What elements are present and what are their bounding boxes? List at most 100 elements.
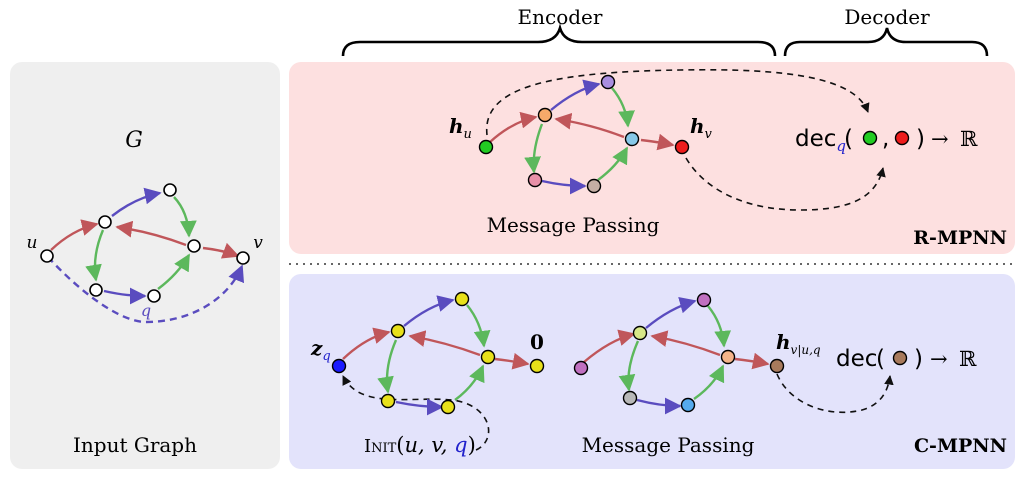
- r-node-a: [537, 107, 553, 123]
- edge-a-d: [85, 229, 105, 282]
- c-node-zq: [331, 358, 347, 374]
- node-c: [187, 239, 201, 253]
- c-label-zq: zq: [310, 336, 331, 364]
- c2-edge-p-a: [583, 329, 636, 363]
- c-decoder-open-paren: (: [876, 346, 885, 372]
- c-dashed-hv-to-decoder: [776, 373, 894, 414]
- c-mpnn-panel: [289, 274, 1015, 469]
- node-b: [163, 183, 177, 197]
- c-edge-a-b: [403, 295, 455, 327]
- c-caption: Message Passing: [582, 433, 755, 457]
- label-q: q: [141, 301, 151, 320]
- c2-edge-d-e: [636, 397, 682, 415]
- c2-node-e: [680, 397, 696, 413]
- edge-d-e: [103, 287, 147, 305]
- r-node-hu: [478, 139, 494, 155]
- c2-node-b: [696, 292, 712, 308]
- r-edge-a-d: [524, 123, 544, 174]
- node-a: [98, 215, 112, 229]
- c2-node-d: [622, 390, 638, 406]
- r-mpnn-title: R-MPNN: [913, 227, 1007, 249]
- r-node-hv: [674, 139, 690, 155]
- c-node-e: [440, 399, 456, 415]
- r-decoder-node-hv: [894, 130, 910, 146]
- c-label-zero: 0: [530, 330, 544, 354]
- c-decoder-close-paren: ): [914, 346, 923, 372]
- r-dashed-hu-to-decoder: [486, 68, 870, 136]
- c-node-c: [480, 349, 496, 365]
- r-edge-c-a: [554, 112, 625, 139]
- r-label-hv: hv: [690, 114, 713, 142]
- node-d: [89, 283, 103, 297]
- input-graph-panel: [10, 62, 280, 469]
- c-mpnn-title: C-MPNN: [914, 435, 1007, 457]
- r-decoder-comma: ,: [882, 126, 889, 152]
- c-node-zero: [529, 358, 545, 374]
- encoder-label: Encoder: [518, 5, 603, 29]
- c-mpnn-left-graph: [331, 291, 545, 451]
- r-decoder-fn: decq: [795, 126, 846, 155]
- r-caption: Message Passing: [487, 213, 660, 237]
- r-edge-hu-a: [489, 111, 538, 143]
- c-decoder-codomain: ℝ: [959, 347, 977, 371]
- decoder-brace: [783, 27, 989, 57]
- c-label-hv-cond: hv|u,q: [776, 330, 821, 357]
- c-node-b: [454, 291, 470, 307]
- r-edge-b-c: [611, 87, 635, 128]
- c-decoder-fn: dec: [836, 346, 877, 372]
- r-dashed-hv-to-decoder: [685, 157, 886, 211]
- edge-u-a: [50, 219, 99, 251]
- r-decoder-node-hu: [862, 130, 878, 146]
- r-mpnn-graph: [478, 68, 886, 211]
- c2-edge-b-c: [707, 305, 732, 348]
- c-mpnn-right-graph: [573, 292, 894, 415]
- c-edge-c-zero: [494, 352, 530, 370]
- input-graph-caption: Input Graph: [73, 433, 197, 457]
- c2-node-hv: [769, 358, 785, 374]
- c2-node-c: [720, 349, 736, 365]
- r-decoder-open-paren: (: [844, 126, 853, 152]
- edge-e-c: [157, 253, 191, 290]
- node-u: [40, 249, 54, 263]
- query-edge-left: [47, 256, 147, 324]
- c-decoder-node-hv: [892, 350, 908, 366]
- r-edge-c-hv: [640, 133, 675, 151]
- r-node-c: [624, 131, 640, 147]
- r-node-e: [586, 178, 602, 194]
- r-mpnn-panel: [289, 62, 1015, 254]
- c-edge-d-e: [395, 398, 444, 416]
- decoder-label: Decoder: [844, 5, 930, 29]
- c-node-d: [380, 393, 396, 409]
- c-edge-zq-a: [342, 327, 391, 360]
- node-e: [147, 289, 161, 303]
- r-decoder-close-paren: ): [916, 126, 925, 152]
- c-node-a: [390, 323, 406, 339]
- r-node-d: [527, 172, 543, 188]
- label-u: u: [27, 233, 38, 253]
- c-edge-c-a: [408, 330, 481, 357]
- r-label-hu: hu: [449, 114, 472, 142]
- r-node-b: [600, 74, 616, 90]
- c2-node-a: [632, 325, 648, 341]
- c-edge-e-c: [454, 364, 485, 401]
- node-v: [236, 251, 250, 265]
- c2-edge-e-c: [693, 364, 725, 400]
- label-v: v: [253, 233, 263, 253]
- encoder-brace: [341, 23, 777, 57]
- input-graph: [40, 183, 250, 324]
- c2-edge-a-d: [618, 340, 640, 392]
- c-edge-a-d: [377, 339, 398, 394]
- r-edge-e-c: [597, 146, 629, 181]
- c-init-expression: Init(u, v, q): [364, 433, 476, 457]
- edge-b-c: [173, 196, 197, 238]
- c2-node-p: [573, 360, 589, 376]
- c2-edge-c-hv: [734, 352, 770, 370]
- c2-edge-a-b: [645, 296, 697, 329]
- c-edge-b-c: [466, 304, 491, 348]
- r-decoder-codomain: ℝ: [960, 127, 978, 151]
- r-edge-d-e: [541, 177, 587, 195]
- r-edge-a-b: [550, 79, 601, 111]
- c2-edge-c-a: [650, 330, 721, 357]
- edge-c-a: [115, 220, 187, 247]
